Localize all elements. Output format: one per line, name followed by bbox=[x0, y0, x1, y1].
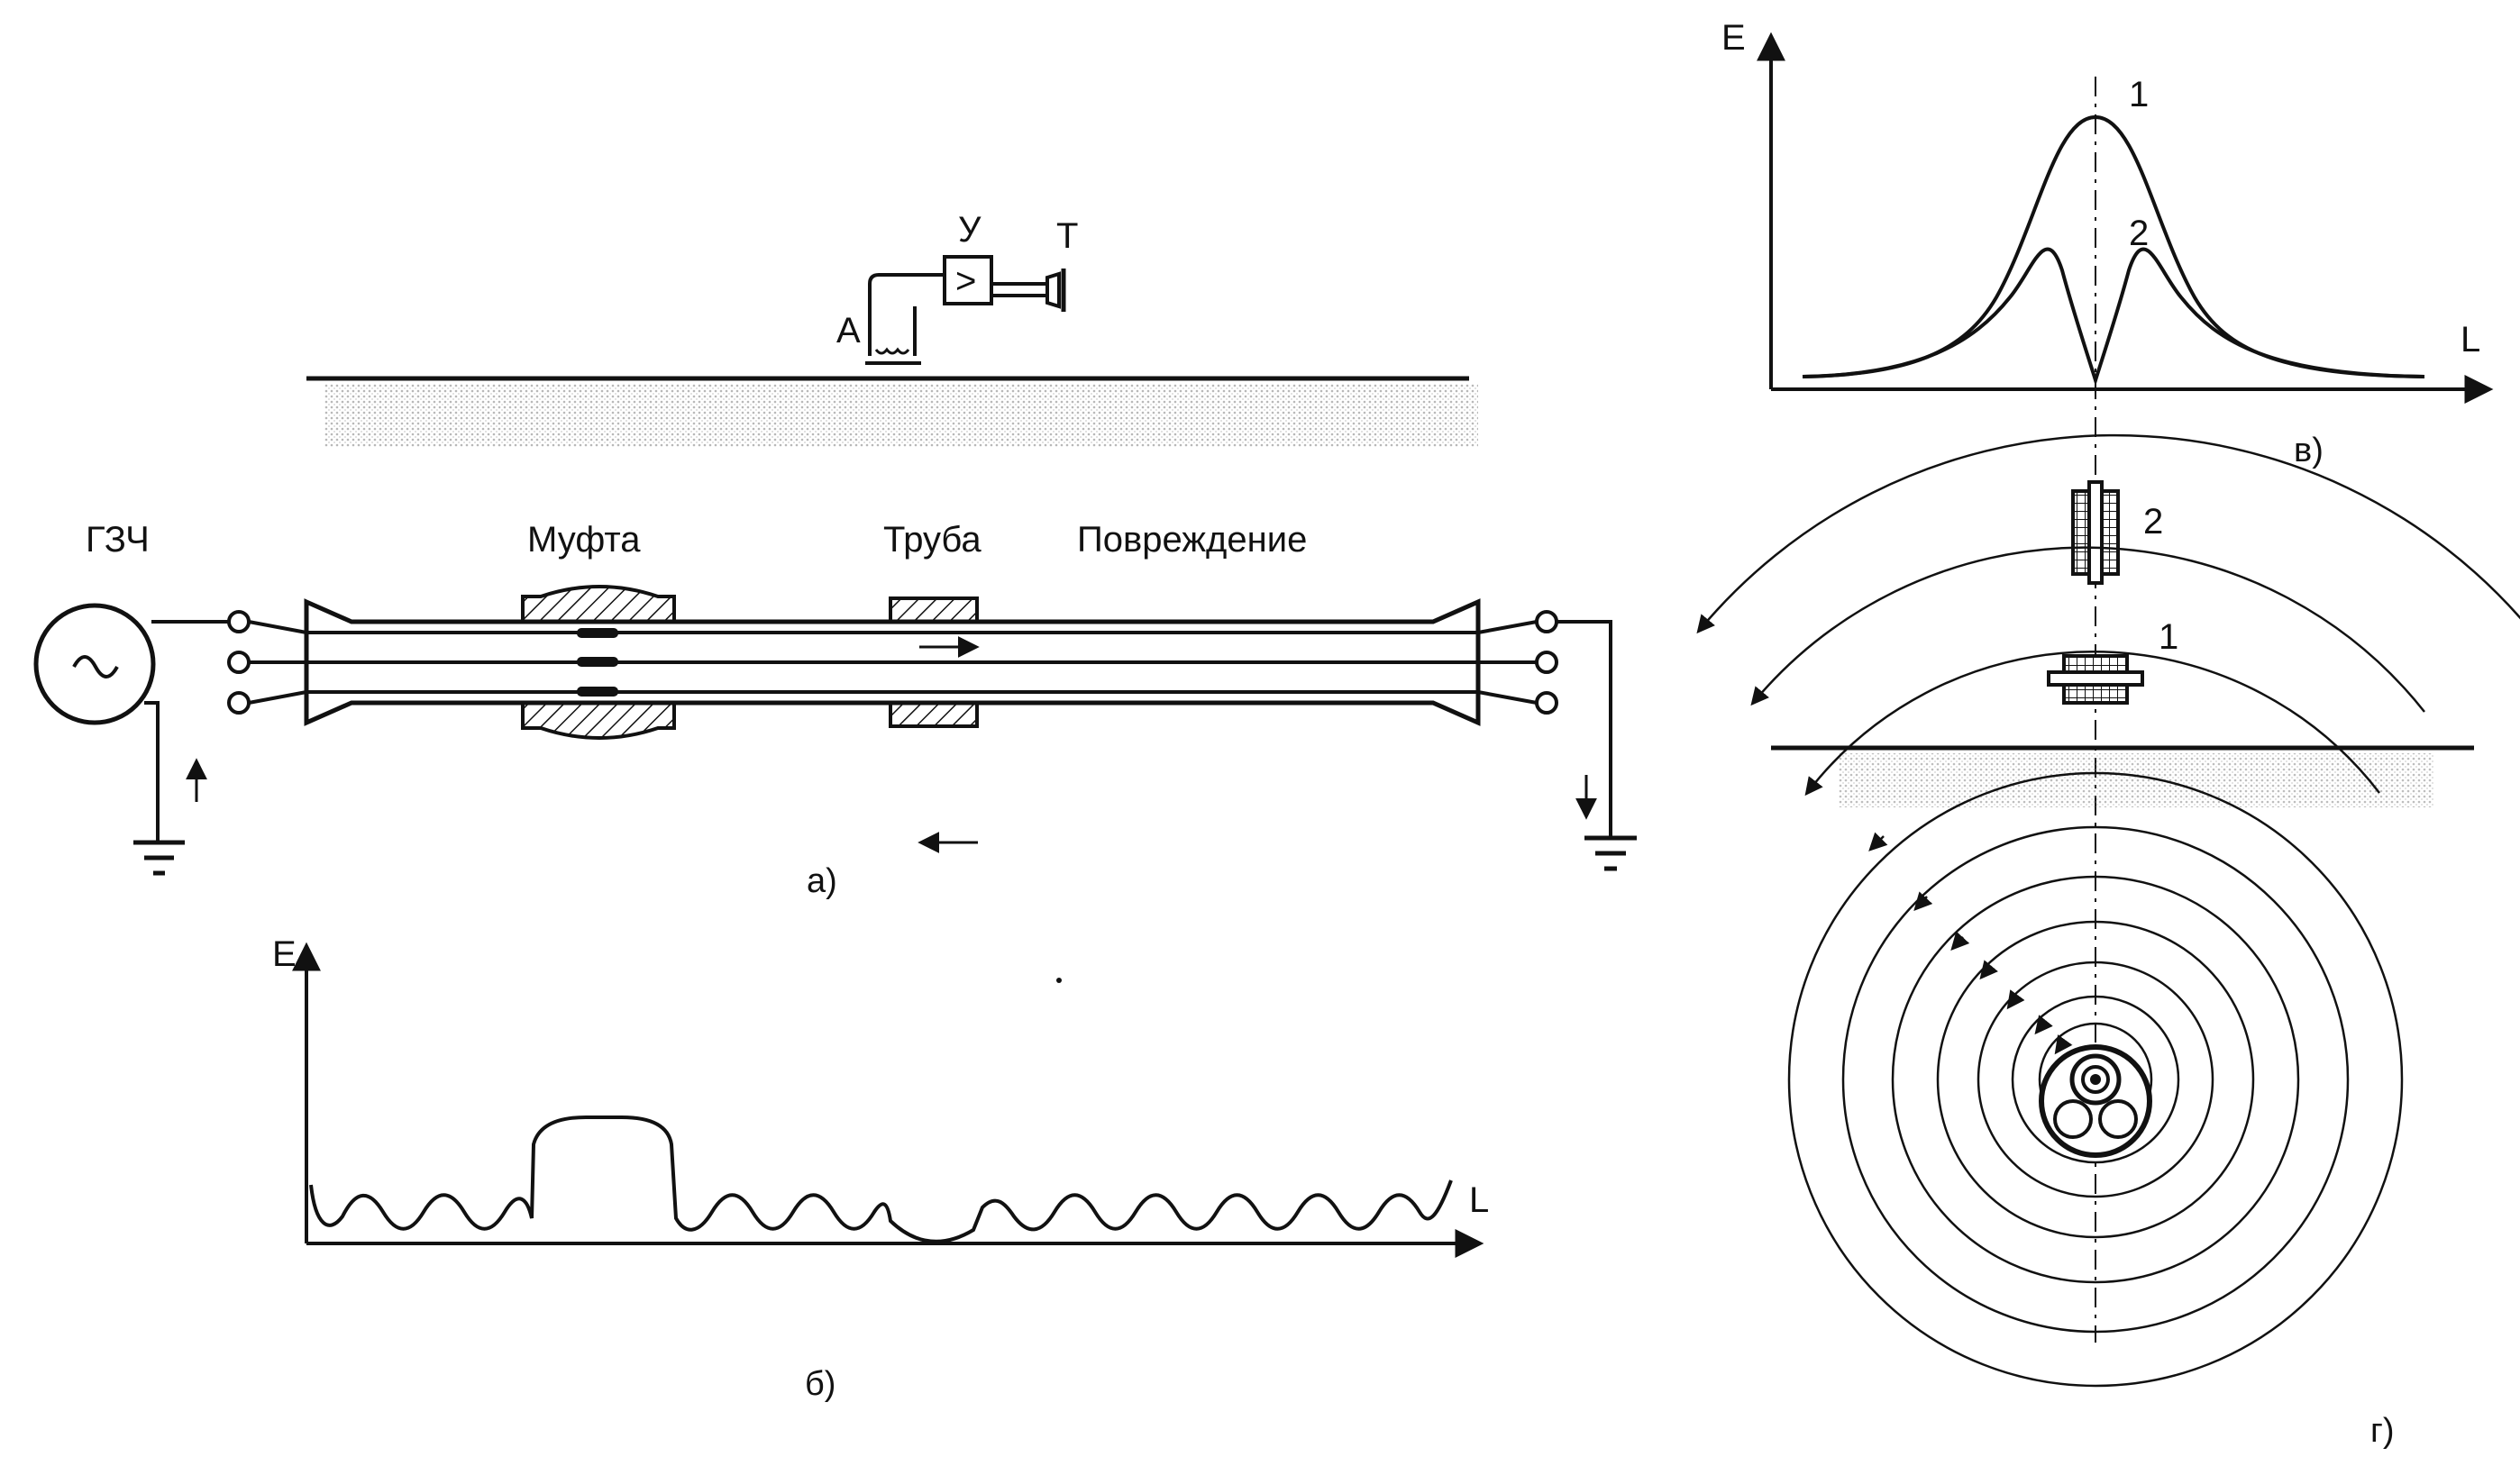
terminal-right-1 bbox=[1535, 610, 1558, 633]
ground-left-icon bbox=[133, 840, 185, 876]
stray-dot bbox=[1056, 978, 1062, 983]
terminal-left-2 bbox=[227, 651, 251, 674]
ground-right-icon bbox=[1584, 835, 1637, 871]
curve-1-label: 1 bbox=[2129, 75, 2149, 114]
pipe-section bbox=[889, 596, 979, 728]
terminal-right-2 bbox=[1535, 651, 1558, 674]
coil-1-label: 1 bbox=[2159, 617, 2178, 657]
graph-b: E L б) bbox=[272, 934, 1489, 1403]
graph-v: E L 1 2 в) bbox=[1721, 18, 2494, 1343]
field-direction-arrows bbox=[1868, 832, 2073, 1055]
terminal-left-1 bbox=[227, 610, 251, 633]
pipe-label: Труба bbox=[883, 520, 982, 560]
caption-a: а) bbox=[807, 862, 837, 900]
field-picture: 2 1 bbox=[1696, 433, 2520, 1450]
cable-cross-section-icon bbox=[2039, 1044, 2152, 1158]
cable-scheme: ГЗЧ Муфта Труба Повреждение bbox=[33, 520, 1637, 900]
coil-2-label: 2 bbox=[2143, 502, 2163, 542]
phones-label: Т bbox=[1056, 216, 1078, 256]
coupling-label: Муфта bbox=[527, 520, 641, 560]
caption-b: б) bbox=[805, 1365, 835, 1403]
damage-label: Повреждение bbox=[1077, 520, 1307, 560]
antenna-label: А bbox=[836, 311, 861, 351]
generator-label: ГЗЧ bbox=[86, 520, 150, 560]
coil-1-icon bbox=[2047, 654, 2144, 705]
surface-receiver: А > У Т bbox=[306, 210, 1478, 447]
field-circles bbox=[1787, 771, 2404, 1388]
amplifier-box bbox=[943, 255, 993, 305]
curve-2-label: 2 bbox=[2129, 214, 2149, 253]
curve-2 bbox=[1802, 247, 2425, 387]
graph-v-x-label: L bbox=[2461, 320, 2480, 360]
soil-texture bbox=[324, 384, 1478, 447]
cable-body bbox=[304, 598, 1481, 726]
headphones-icon bbox=[991, 269, 1066, 312]
amplifier-label: У bbox=[958, 210, 982, 250]
caption-g: г) bbox=[2370, 1412, 2395, 1450]
graph-b-y-label: E bbox=[272, 934, 297, 974]
coil-2-icon bbox=[2071, 480, 2120, 585]
coupling-sleeve bbox=[521, 585, 676, 740]
graph-v-y-label: E bbox=[1721, 18, 1746, 58]
terminal-right-3 bbox=[1535, 691, 1558, 715]
curve-1 bbox=[1802, 114, 2425, 378]
amplifier-symbol: > bbox=[955, 261, 976, 301]
caption-v: в) bbox=[2294, 432, 2324, 469]
antenna-coil-icon bbox=[865, 273, 946, 365]
soil-texture-right bbox=[1839, 753, 2433, 807]
generator-icon bbox=[33, 603, 156, 725]
terminal-left-3 bbox=[227, 691, 251, 715]
graph-b-x-label: L bbox=[1469, 1180, 1489, 1220]
graph-b-curve bbox=[309, 1116, 1453, 1243]
